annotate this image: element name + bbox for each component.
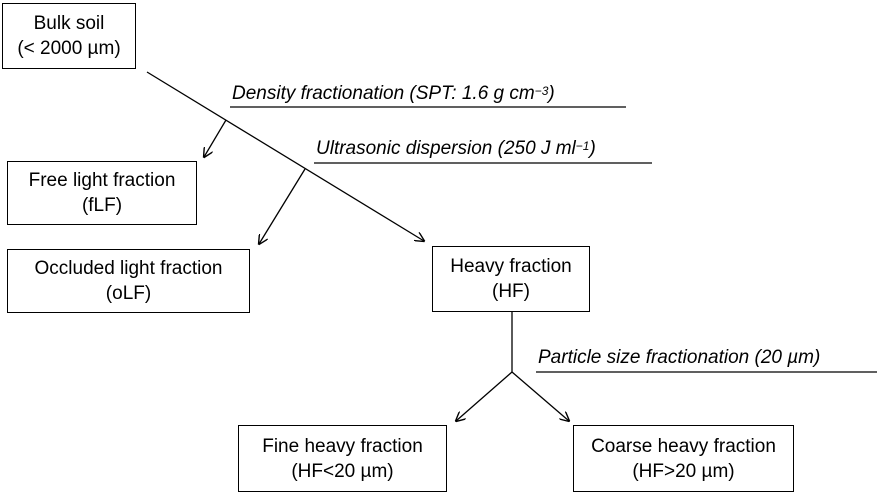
ultrasonic-dispersion-text: Ultrasonic dispersion (250 J ml bbox=[316, 138, 576, 159]
occluded-light-fraction-abbr: (oLF) bbox=[105, 283, 152, 304]
free-light-fraction-abbr: (fLF) bbox=[81, 195, 123, 216]
fine-heavy-fraction-range: (HF<20 µm) bbox=[291, 460, 394, 482]
density-fractionation-text: Density fractionation (SPT: 1.6 g cm bbox=[232, 83, 535, 104]
bulk-soil-box: Bulk soil (< 2000 µm) bbox=[2, 3, 136, 69]
particle-size-fractionation-text: Particle size fractionation (20 µm) bbox=[538, 347, 821, 368]
coarse-heavy-fraction-box: Coarse heavy fraction (HF>20 µm) bbox=[573, 425, 794, 492]
density-fractionation-label: Density fractionation (SPT: 1.6 g cm−3) bbox=[232, 82, 555, 106]
ultrasonic-dispersion-tail: ) bbox=[589, 138, 596, 159]
free-light-fraction-box: Free light fraction (fLF) bbox=[7, 161, 197, 225]
coarse-heavy-fraction-label: Coarse heavy fraction bbox=[591, 435, 776, 457]
coarse-branch-arrow bbox=[511, 371, 569, 421]
occluded-light-fraction-label: Occluded light fraction bbox=[34, 258, 223, 279]
bulk-soil-size: (< 2000 µm) bbox=[17, 38, 121, 59]
heavy-fraction-box: Heavy fraction (HF) bbox=[432, 246, 590, 312]
heavy-fraction-label: Heavy fraction bbox=[450, 256, 572, 277]
coarse-heavy-fraction-range: (HF>20 µm) bbox=[632, 460, 735, 482]
fine-branch-arrow bbox=[456, 371, 513, 421]
ultrasonic-dispersion-label: Ultrasonic dispersion (250 J ml−1) bbox=[316, 137, 596, 161]
main-flow-arrow bbox=[146, 71, 424, 241]
density-unit-exponent: −3 bbox=[534, 84, 549, 98]
free-light-fraction-label: Free light fraction bbox=[28, 170, 176, 191]
fine-heavy-fraction-label: Fine heavy fraction bbox=[262, 435, 423, 457]
density-fractionation-tail: ) bbox=[548, 83, 555, 104]
fine-heavy-fraction-box: Fine heavy fraction (HF<20 µm) bbox=[238, 425, 447, 492]
particle-size-fractionation-label: Particle size fractionation (20 µm) bbox=[538, 346, 820, 370]
heavy-fraction-abbr: (HF) bbox=[492, 281, 530, 302]
bulk-soil-label: Bulk soil bbox=[33, 13, 105, 34]
ultrasonic-unit-exponent: −1 bbox=[575, 139, 590, 153]
free-light-branch-arrow bbox=[204, 119, 227, 157]
occluded-light-fraction-box: Occluded light fraction (oLF) bbox=[7, 249, 250, 313]
occluded-light-branch-arrow bbox=[259, 168, 306, 244]
